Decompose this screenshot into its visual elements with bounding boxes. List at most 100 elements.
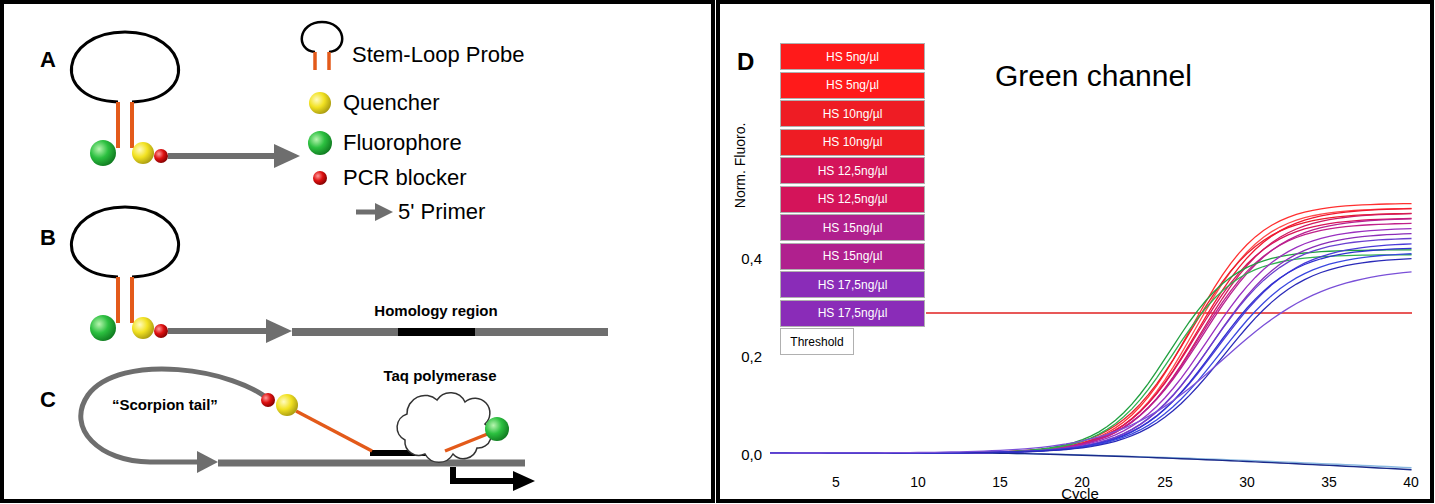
probe-loop — [302, 22, 342, 52]
quencher — [309, 92, 331, 114]
legend-label: HS 5ng/µl — [826, 78, 879, 92]
legend-entry: HS 17,5ng/µl — [780, 300, 925, 327]
quencher — [132, 317, 154, 339]
legend-label: HS 10ng/µl — [823, 107, 883, 121]
threshold-line — [926, 312, 1412, 314]
pcr-blocker — [261, 393, 275, 407]
legend-entry: Threshold — [780, 328, 854, 355]
stem-loop-probe — [71, 207, 608, 343]
axis-title: Norm. Fluoro. — [733, 122, 750, 208]
quencher — [132, 142, 154, 164]
probe-stem — [116, 277, 120, 323]
probe-stem — [130, 102, 134, 148]
arrowhead — [274, 144, 300, 168]
legend-entry: HS 17,5ng/µl — [780, 271, 925, 298]
amplification-curve — [770, 208, 1412, 453]
fluorophore — [90, 140, 116, 166]
scorpion-probe — [81, 369, 535, 491]
negative-curve — [770, 453, 1412, 470]
pcr-blocker — [154, 324, 168, 338]
primer-arrow — [356, 210, 378, 215]
probe-stem — [130, 277, 134, 323]
fluorophore — [90, 315, 116, 341]
stem-loop-probe — [71, 32, 300, 168]
legend-label: Threshold — [790, 335, 843, 349]
tick-label: 30 — [1239, 474, 1255, 491]
tick-label: 0,2 — [741, 348, 762, 366]
tick-label: 0,0 — [741, 446, 762, 464]
amplification-curve — [770, 272, 1412, 453]
axis-title: Cycle — [1061, 485, 1099, 503]
amplification-curve — [770, 214, 1412, 453]
amplification-curve — [770, 244, 1412, 453]
key-label: Quencher — [343, 90, 440, 116]
fluorophore — [485, 417, 509, 441]
homology-segment — [398, 328, 475, 336]
amplification-curve — [770, 209, 1412, 453]
panel-letter: A — [40, 47, 56, 73]
template-strand — [292, 328, 608, 336]
probe-stem — [327, 52, 331, 70]
panel-letter: B — [40, 225, 56, 251]
legend-label: HS 17,5ng/µl — [818, 278, 888, 292]
arrowhead — [375, 203, 393, 221]
arrowhead — [513, 471, 535, 491]
key-label: 5' Primer — [398, 199, 485, 225]
probe-loop — [71, 207, 178, 277]
legend-entry: HS 5ng/µl — [780, 43, 925, 70]
legend-entry: HS 15ng/µl — [780, 214, 925, 241]
region-label: Homology region — [374, 302, 497, 320]
amplification-curve — [770, 259, 1412, 453]
tick-label: 35 — [1321, 474, 1337, 491]
panel-frame — [2, 2, 713, 501]
legend-entry: HS 12,5ng/µl — [780, 186, 925, 213]
legend-label: HS 17,5ng/µl — [818, 306, 888, 320]
panel-letter: C — [40, 387, 56, 413]
amplification-curve — [770, 204, 1412, 453]
quencher — [276, 394, 298, 416]
amplification-curve — [770, 213, 1412, 453]
amplification-plot — [770, 204, 1412, 470]
pcr-blocker — [154, 149, 168, 163]
amplification-curve — [770, 250, 1412, 453]
probe-stem — [296, 411, 372, 451]
panel-letter: D — [737, 48, 754, 77]
amplification-curve — [770, 218, 1412, 453]
legend-entry: HS 12,5ng/µl — [780, 157, 925, 184]
legend-label: HS 12,5ng/µl — [818, 164, 888, 178]
fluorophore — [308, 131, 332, 155]
template-strand — [218, 460, 525, 467]
amplification-curve — [770, 234, 1412, 453]
tail-label: “Scorpion tail” — [112, 396, 218, 414]
arrowhead — [266, 319, 292, 343]
legend-label: HS 15ng/µl — [823, 221, 883, 235]
key-label: PCR blocker — [343, 165, 466, 191]
probe-stem — [445, 433, 490, 451]
tick-label: 10 — [910, 474, 926, 491]
amplification-curve — [770, 219, 1412, 453]
chart-legend: HS 5ng/µl HS 5ng/µl HS 10ng/µl HS 10ng/µlHS… — [780, 43, 925, 357]
legend-entry: HS 10ng/µl — [780, 129, 925, 156]
key-label: Fluorophore — [343, 130, 462, 156]
probe-stem — [313, 52, 317, 70]
amplification-curve — [770, 223, 1412, 453]
tick-label: 25 — [1157, 474, 1173, 491]
amplification-curve — [770, 255, 1412, 453]
tick-label: 15 — [992, 474, 1008, 491]
primer-arrow — [168, 328, 270, 334]
panel-frame — [718, 2, 1432, 501]
amplification-curve — [770, 248, 1412, 453]
amplification-curve — [770, 239, 1412, 454]
tick-label: 40 — [1403, 474, 1419, 491]
probe-stem — [116, 102, 120, 148]
legend-label: HS 5ng/µl — [826, 50, 879, 64]
legend-label: HS 15ng/µl — [823, 249, 883, 263]
legend-label: HS 12,5ng/µl — [818, 192, 888, 206]
extension-arrow — [453, 467, 515, 481]
legend-entry: HS 15ng/µl — [780, 243, 925, 270]
key-label: Stem-Loop Probe — [352, 42, 524, 68]
scorpion-tail — [81, 369, 272, 462]
arrowhead — [197, 451, 218, 473]
